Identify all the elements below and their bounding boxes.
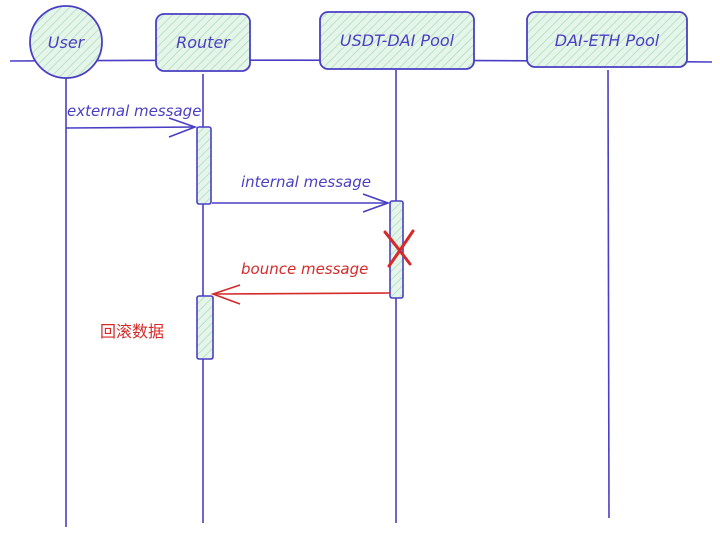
external-message-label: external message — [67, 102, 201, 120]
participant-pool-a: USDT-DAI Pool — [319, 11, 475, 70]
internal-message-arrow — [212, 193, 391, 213]
external-message-arrow — [65, 117, 198, 138]
lifeline-pool-b — [607, 69, 610, 519]
participant-pool-a-label: USDT-DAI Pool — [340, 31, 455, 50]
rollback-annotation: 回滚数据 — [100, 322, 164, 341]
bounce-message-label: bounce message — [241, 260, 368, 278]
activation-router-1 — [196, 126, 212, 205]
failure-x-icon — [383, 229, 415, 268]
participant-pool-b: DAI-ETH Pool — [526, 11, 688, 68]
participant-router: Router — [155, 13, 251, 72]
activation-router-2 — [196, 295, 214, 360]
participant-pool-b-label: DAI-ETH Pool — [555, 31, 660, 50]
bounce-message-arrow — [210, 284, 391, 305]
participant-user-label: User — [48, 33, 86, 52]
participant-user: User — [29, 5, 103, 79]
internal-message-label: internal message — [241, 173, 371, 191]
activation-pool-a — [389, 200, 404, 299]
participant-router-label: Router — [176, 33, 231, 52]
